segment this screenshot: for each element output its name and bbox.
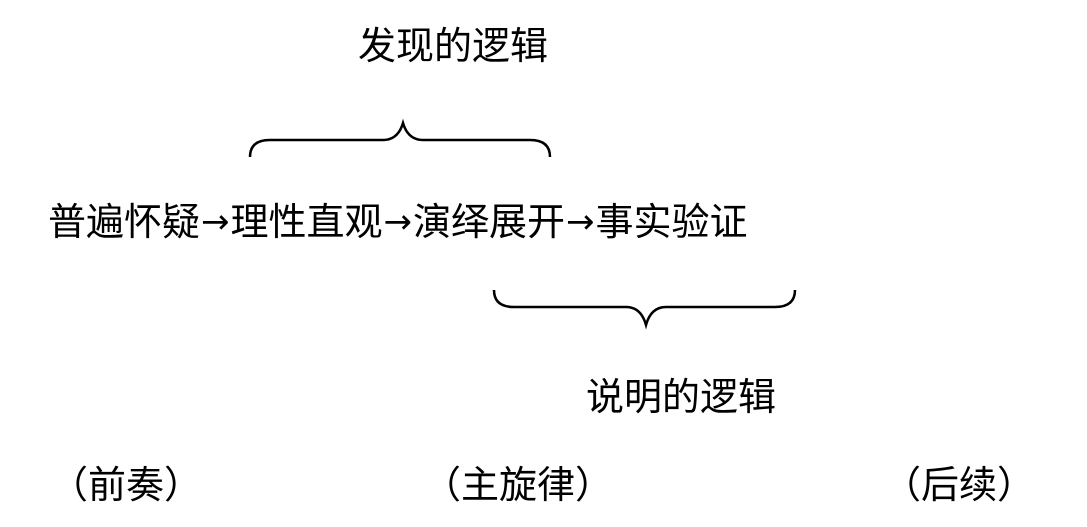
arrow-right-icon: →	[201, 202, 230, 242]
arrow-right-icon: →	[566, 202, 595, 242]
step-deductive-development: 演绎展开	[413, 200, 566, 244]
discovery-logic-label: 发现的逻辑	[358, 24, 549, 68]
step-factual-verification: 事实验证	[595, 200, 748, 244]
arrow-right-icon: →	[383, 202, 413, 242]
step-universal-doubt: 普遍怀疑	[48, 200, 201, 244]
step-rational-intuition: 理性直观	[230, 200, 383, 244]
role-main-theme: （主旋律）	[423, 463, 614, 507]
process-chain: 普遍怀疑 → 理性直观 → 演绎展开 → 事实验证	[48, 203, 748, 241]
role-coda: （后续）	[883, 463, 1036, 507]
explanation-logic-label: 说明的逻辑	[586, 375, 777, 419]
top-brace-path	[248, 118, 552, 158]
bottom-brace-path	[492, 289, 797, 330]
role-prelude: （前奏）	[50, 463, 203, 507]
